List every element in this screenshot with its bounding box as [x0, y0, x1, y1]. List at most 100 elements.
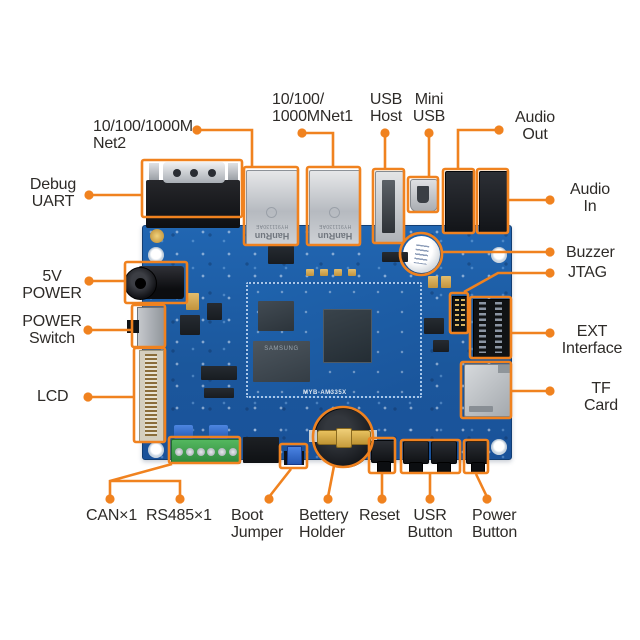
led: [348, 269, 356, 276]
audio-in-jack: [479, 171, 508, 234]
tf-card-slot: [464, 364, 511, 417]
audio-out-jack: [445, 171, 474, 234]
label-audio-in: Audio In: [570, 181, 610, 215]
jtag-header: [452, 296, 469, 333]
small-chip: [382, 252, 408, 262]
ethernet-part-text: HY911130AE: [318, 223, 352, 229]
label-battery-holder: Bettery Holder: [299, 507, 349, 541]
leader-dot: [482, 494, 492, 504]
ethernet-module-marking: HanRun HY911130AE: [312, 175, 358, 241]
mini-usb-connector: [410, 179, 438, 212]
leader-dot: [494, 125, 504, 135]
led: [320, 269, 328, 276]
small-chip: [201, 366, 237, 380]
mounting-hole: [148, 442, 164, 458]
small-chip: [204, 388, 234, 398]
ext-header-pins: [495, 302, 502, 353]
small-chip: [424, 318, 444, 334]
label-mini-usb: Mini USB: [412, 91, 446, 125]
battery-clip: [317, 428, 371, 448]
ethernet-brand-text: HanRun: [317, 231, 353, 241]
label-5v-power: 5V POWER: [22, 268, 82, 302]
label-reset: Reset: [359, 507, 400, 524]
leader-dot: [323, 494, 333, 504]
label-power-button: Power Button: [472, 507, 518, 541]
capacitor: [186, 293, 199, 310]
ext-header-pins: [479, 302, 486, 353]
flash-chip-label: SAMSUNG: [264, 346, 299, 352]
leader-boot-jumper: [267, 468, 293, 498]
leader-dot: [83, 325, 93, 335]
db9-screw-post: [149, 163, 159, 180]
ram-chip: [258, 301, 294, 331]
silkscreen-text: MYB-AM335X: [303, 390, 347, 396]
usr-button-component: [403, 441, 429, 464]
leader-power-button: [474, 473, 489, 498]
label-jtag: JTAG: [568, 264, 607, 281]
led: [306, 269, 314, 276]
usr-button-plunger: [409, 462, 423, 474]
ethernet-brand-text: HanRun: [254, 231, 290, 241]
leader-dot: [545, 268, 555, 278]
ul-mark-icon: [266, 207, 278, 218]
ethernet-port-net2: HanRun HY911130AE: [246, 170, 298, 246]
ethernet-module-marking: HanRun HY911130AE: [249, 175, 295, 241]
mounting-hole: [148, 247, 164, 263]
label-boot-jumper: Boot Jumper: [231, 507, 284, 541]
battery-clip-tab: [309, 430, 317, 442]
antenna-connector: [150, 229, 164, 243]
leader-dot: [545, 328, 555, 338]
usr-button-component: [431, 441, 457, 464]
small-chip: [207, 303, 222, 320]
label-audio-out: Audio Out: [515, 109, 555, 143]
leader-dot: [380, 128, 390, 138]
leader-dot: [175, 494, 185, 504]
leader-net1: [302, 131, 335, 166]
usb-host-connector: [375, 171, 404, 244]
buzzer-component: [403, 236, 440, 273]
power-switch-knob: [127, 320, 139, 333]
db9-screw-post: [228, 163, 238, 180]
reset-button-plunger: [377, 461, 391, 474]
rs485-terminal-block: [209, 425, 228, 439]
led: [334, 269, 342, 276]
label-can: CAN×1: [86, 507, 138, 524]
buzzer-marking: [413, 244, 430, 265]
flash-chip: SAMSUNG: [253, 341, 310, 382]
label-debug-uart: Debug UART: [29, 176, 77, 210]
label-ext-interface: EXT Interface: [561, 323, 623, 357]
label-power-switch: POWER Switch: [22, 313, 82, 347]
capacitor: [428, 276, 438, 288]
db9-connector-body: [146, 180, 240, 228]
leader-dot: [84, 190, 94, 200]
leader-dot: [425, 494, 435, 504]
db9-shell: [163, 162, 225, 183]
power-switch-component: [137, 307, 165, 347]
power-button-plunger: [471, 462, 485, 474]
leader-dot: [105, 494, 115, 504]
ethernet-part-text: HY911130AE: [255, 223, 289, 229]
reset-button-component: [371, 440, 396, 463]
dc-jack-barrel: [124, 267, 157, 300]
leader-dot: [83, 392, 93, 402]
label-rs485: RS485×1: [146, 507, 212, 524]
leader-dot: [192, 125, 202, 135]
label-net2: 10/100/1000M Net2: [93, 118, 193, 152]
usr-button-plunger: [437, 462, 451, 474]
screw-terminal-block: [171, 439, 241, 464]
boot-jumper-cap: [287, 446, 302, 465]
mounting-hole: [491, 439, 507, 455]
label-usb-host: USB Host: [369, 91, 403, 125]
small-chip: [268, 246, 294, 264]
leader-dot: [424, 128, 434, 138]
ethernet-port-net1: HanRun HY911130AE: [309, 170, 361, 246]
label-tf-card: TF Card: [584, 380, 618, 414]
leader-can-rs485: [108, 462, 182, 497]
power-button-component: [466, 441, 489, 464]
leader-dot: [545, 195, 555, 205]
can-terminal-block: [174, 425, 193, 439]
lcd-connector: [139, 350, 164, 442]
mounting-hole: [491, 247, 507, 263]
mini-usb-slot: [417, 186, 429, 203]
